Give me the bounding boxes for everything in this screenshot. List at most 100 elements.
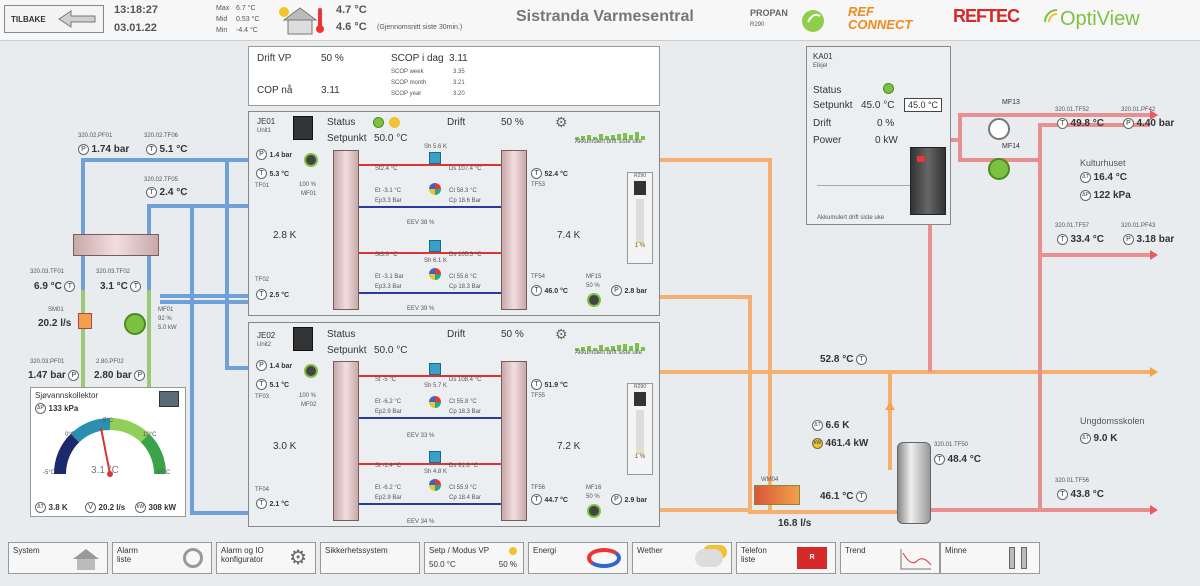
tf56: T 43.8 °C — [1057, 489, 1104, 501]
back-button[interactable]: TILBAKE — [4, 5, 104, 33]
collector-icon — [159, 391, 179, 407]
je02-mf16-pump[interactable] — [587, 504, 601, 518]
je01-mf01-pump[interactable] — [304, 153, 318, 167]
je01-mf15-pump[interactable] — [587, 293, 601, 307]
nav-memory-button[interactable]: Minne — [940, 542, 1040, 574]
je01-tf01-tag: TF01 — [255, 183, 270, 189]
return-temp: 46.1 °C T — [820, 491, 867, 503]
je01-c2-hot-line — [359, 252, 501, 254]
je02-unit: Unit2 — [257, 342, 272, 348]
nav-alarm-l2: liste — [117, 555, 132, 564]
je01-tf02-tag: TF02 — [255, 277, 270, 283]
collector-panel[interactable]: Sjøvannskollektor ΔP 133 kPa 3.1 °C -5°C… — [30, 387, 186, 517]
je02-controller-icon — [293, 327, 313, 351]
je02-mf02-pump[interactable] — [304, 364, 318, 378]
outdoor-avg: 4.6 °C — [336, 21, 367, 33]
nav-energy-button[interactable]: Energi — [528, 542, 628, 574]
je01-tf54: T 46.0 °C — [531, 285, 568, 297]
je02-c1-fan-icon — [429, 396, 441, 408]
collector-gauge-value: 3.1 °C — [91, 465, 119, 476]
ka01-status-label: Status — [813, 85, 842, 96]
nav-phone-button[interactable]: Telefon liste R — [736, 542, 836, 574]
refconnect-logo: REF CONNECT — [848, 4, 913, 32]
storage-tank — [897, 442, 931, 524]
gauge-tick-2: 5°C — [103, 418, 114, 424]
nav-alarm-list-button[interactable]: Alarm liste — [112, 542, 212, 574]
je02-settings-icon[interactable]: ⚙ — [555, 326, 568, 342]
je02-c1-compressor-icon — [429, 363, 441, 375]
je02-mf02-tag: MF02 — [301, 402, 317, 408]
je02-c2-hot-line — [359, 463, 501, 465]
je02-c1-cold-line — [359, 417, 501, 419]
scop-day-label: SCOP i dag — [391, 53, 444, 64]
je02-drift-label: Drift — [447, 329, 466, 340]
je01-level-pct: 1 % — [634, 243, 646, 249]
je02-c1-sh: Sh 5.7 K — [424, 383, 448, 389]
je02-panel[interactable]: JE02 Unit2 Status Setpunkt 50.0 °C Drift… — [248, 322, 660, 527]
nav-setp-l2: 50.0 °C — [429, 560, 456, 569]
nav-safety-button[interactable]: Sikkerhetssystem — [320, 542, 420, 574]
nav-alarm-io-l2: konfigurator — [221, 555, 264, 564]
optiview-logo: OptiView — [1060, 8, 1140, 30]
je01-status-label: Status — [327, 117, 356, 128]
je01-drift-value: 50 % — [501, 117, 524, 128]
outdoor-now: 4.7 °C — [336, 4, 367, 16]
je02-tf56: T 44.7 °C — [531, 494, 568, 506]
nav-memory-label: Minne — [945, 546, 967, 555]
tf52-tag: 320.01.TF52 — [1055, 107, 1090, 113]
je01-evaporator — [333, 150, 359, 310]
je01-panel[interactable]: JE01 Unit1 Status Setpunkt 50.0 °C Drift… — [248, 111, 660, 316]
je01-settings-icon[interactable]: ⚙ — [555, 114, 568, 130]
je01-c2-eev: EEV 39 % — [407, 306, 435, 312]
brine-sm01-tag: SM01 — [48, 307, 64, 313]
collector-flow: V 20.2 l/s — [85, 502, 125, 514]
mf14-pump[interactable] — [988, 158, 1010, 180]
nav-alarm-io-button[interactable]: Alarm og IO konfigurator ⚙ — [216, 542, 316, 574]
brine-pf01-tag: 320.02.PF01 — [78, 133, 113, 139]
ungdomsskolen-dt: ΔT 9.0 K — [1080, 433, 1117, 445]
je02-c2-eev: EEV 34 % — [407, 519, 435, 525]
je02-c1-st: St -5 °C — [375, 377, 397, 383]
je02-accum-label: Akkumulert drift siste uke — [575, 350, 643, 356]
trend-chart-icon — [900, 549, 932, 570]
je01-c1-ds: Ds 107.4 °C — [449, 166, 482, 172]
gauge-tick-3: 10°C — [143, 432, 157, 438]
outdoor-avg-note: (Gjennomsnitt siste 30min.) — [377, 24, 463, 31]
cop-label: COP nå — [257, 85, 293, 96]
tank-temp: T 48.4 °C — [934, 454, 981, 466]
je02-tf55-tag: TF55 — [531, 393, 546, 399]
brine-mf01-pump[interactable] — [124, 313, 146, 335]
mf13-pump[interactable] — [988, 118, 1010, 140]
je01-dt-left: 2.8 K — [273, 230, 297, 241]
je01-c2-et: Et -3.1 Bar — [375, 274, 404, 280]
ka01-title: KA01 — [813, 52, 833, 61]
brine-mf01-pct: 92 % — [158, 316, 172, 322]
brine-tf01: 6.9 °C T — [34, 281, 76, 293]
house-thermometer-icon — [279, 7, 324, 35]
pf42: P 4.40 bar — [1123, 118, 1174, 130]
je01-mf01-pct: 100 % — [299, 182, 317, 188]
max-value: 6.7 °C — [236, 5, 256, 12]
nav-setp-button[interactable]: Setp / Modus VP 50.0 °C 50 % — [424, 542, 524, 574]
je01-setpoint-value: 50.0 °C — [374, 133, 408, 144]
brine-pf01: P 1.74 bar — [78, 144, 129, 156]
je01-name: JE01 — [257, 117, 276, 126]
nav-weather-button[interactable]: Wether — [632, 542, 732, 574]
je02-r290-level: R290 1 % — [627, 383, 653, 475]
je02-drift-value: 50 % — [501, 329, 524, 340]
ka01-panel[interactable]: KA01 Elkjel Status Setpunkt 45.0 °C 45.0… — [806, 46, 951, 225]
nav-trend-button[interactable]: Trend — [840, 542, 940, 574]
je01-dt-right: 7.4 K — [557, 230, 581, 241]
je01-c2-sh: Sh 6.1 K — [424, 258, 448, 264]
collector-title: Sjøvannskollektor — [35, 391, 99, 400]
gear-icon: ⚙ — [289, 547, 307, 569]
je01-drift-label: Drift — [447, 117, 466, 128]
je02-c1-ds: Ds 108.4 °C — [449, 377, 482, 383]
je01-c2-ct: Ct 55.6 °C — [449, 274, 477, 280]
wm04-meter[interactable] — [754, 485, 800, 505]
je01-c2-cold-line — [359, 292, 501, 294]
nav-system-button[interactable]: System — [8, 542, 108, 574]
scop-day-value: 3.11 — [449, 53, 468, 64]
ka01-setpoint-input[interactable]: 45.0 °C — [904, 98, 942, 112]
